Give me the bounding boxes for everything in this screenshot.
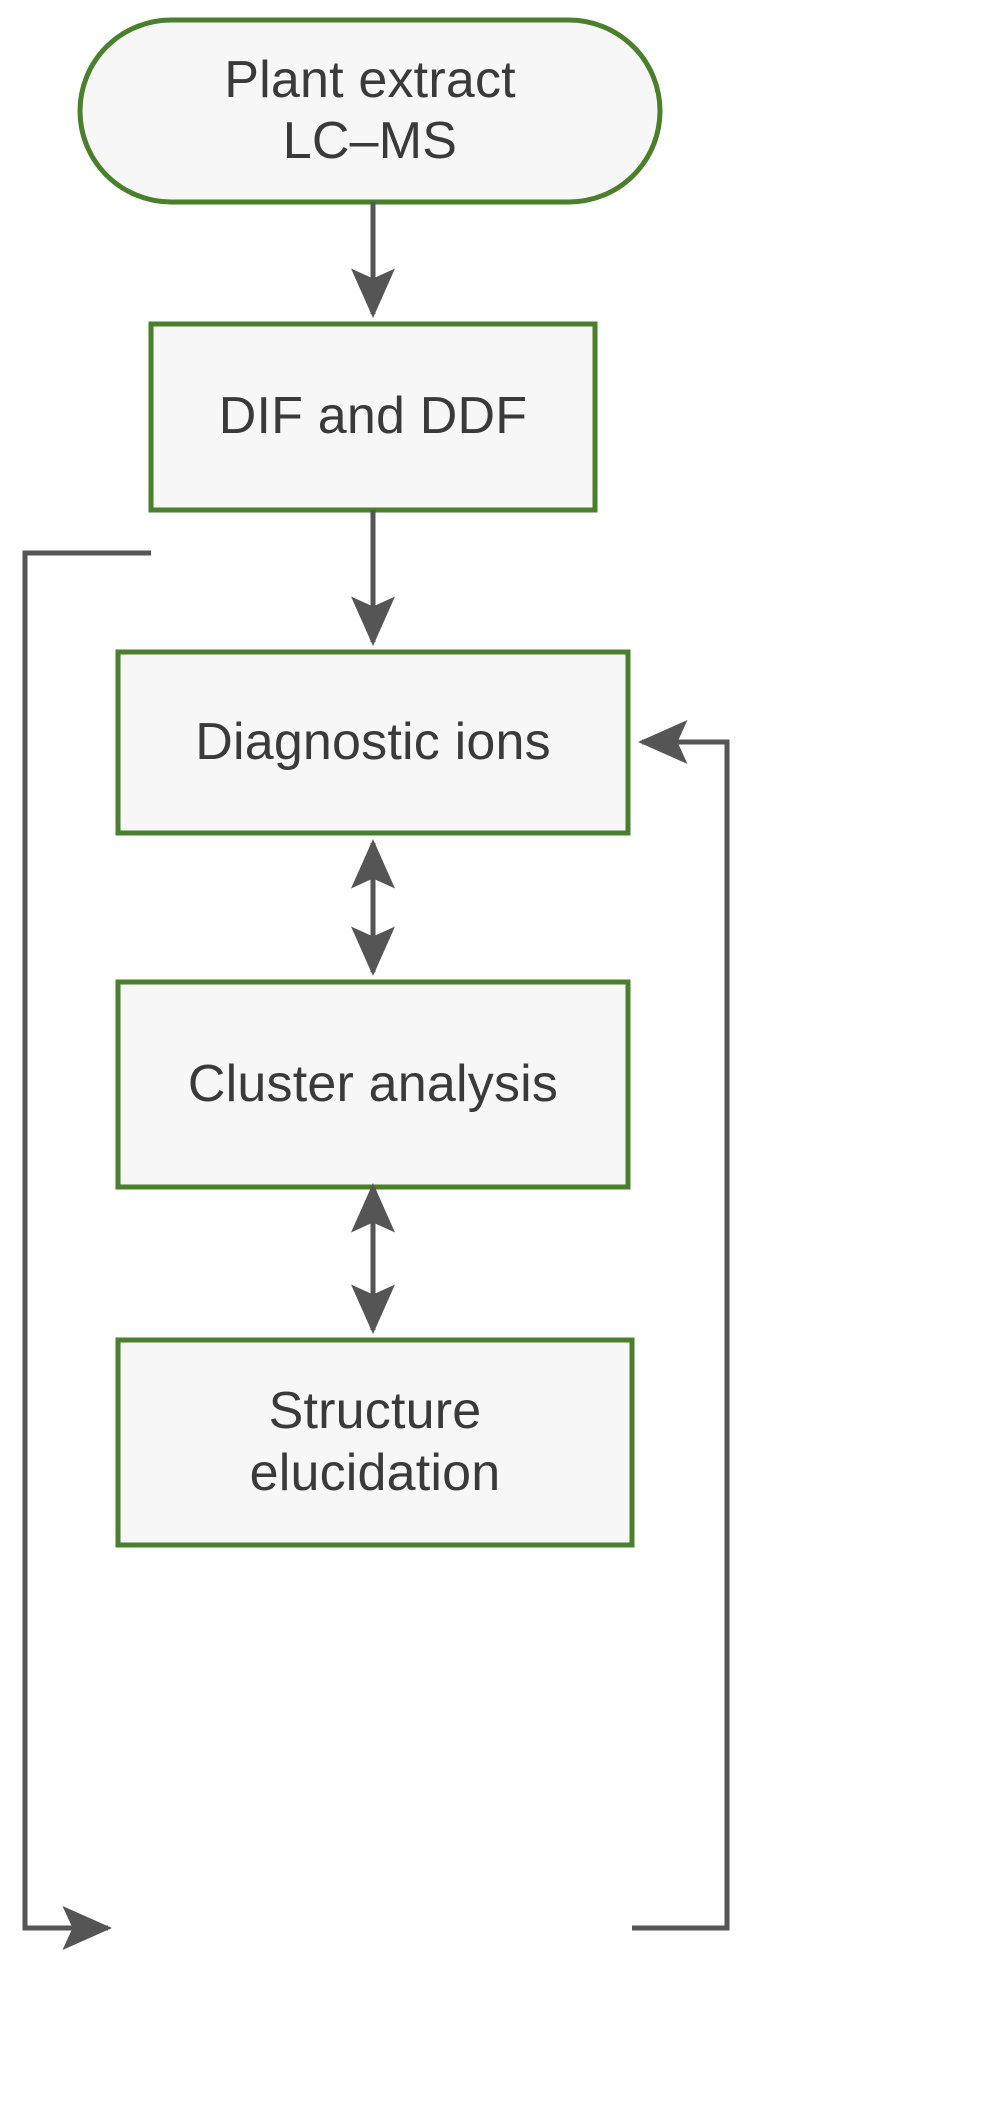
edge-structure-elucidation-to-diagnostic-ions-feedback: [632, 720, 730, 1931]
node-dif-ddf: [148, 321, 598, 513]
node-cluster-analysis: [115, 979, 631, 1190]
node-diagnostic-ions: [115, 649, 631, 836]
node-structure-elucidation: [115, 1337, 635, 1548]
edge-dif-ddf-to-structure-elucidation-feedback: [22, 550, 151, 1950]
node-plant-extract: [77, 17, 663, 205]
